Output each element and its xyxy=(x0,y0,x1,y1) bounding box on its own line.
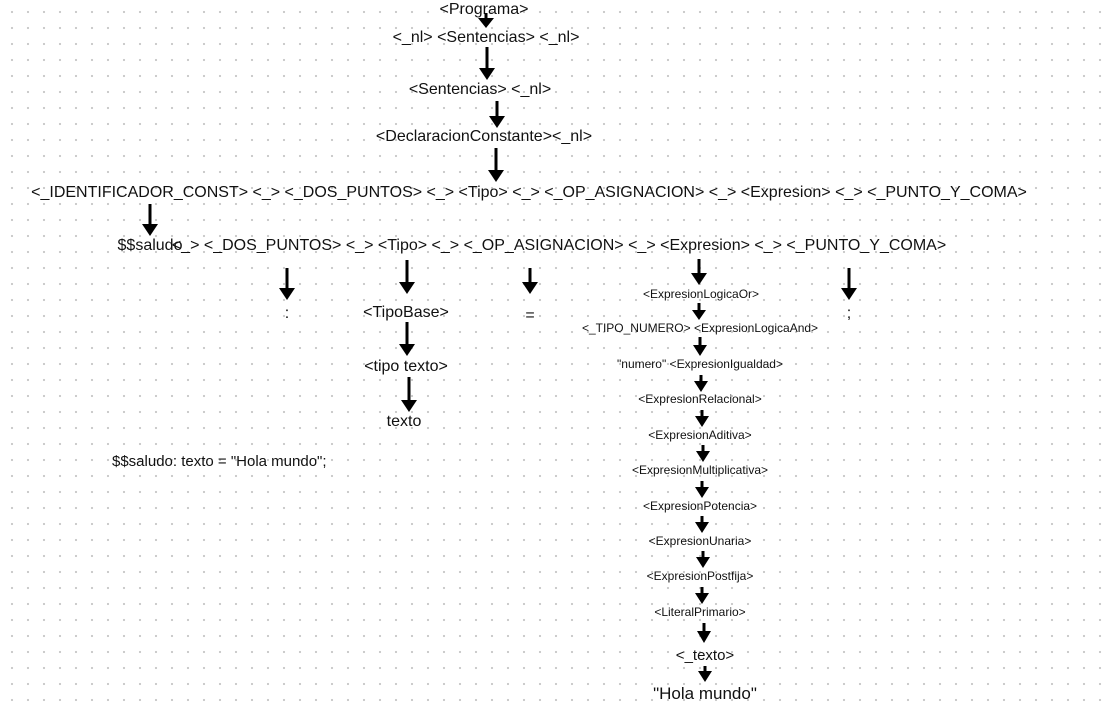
arrow-nl-sentencias-to-sentencias xyxy=(479,47,495,80)
node-declaracion-constante: <DeclaracionConstante><_nl> xyxy=(375,128,593,145)
node-tipo-numero-logica-and: <_TIPO_NUMERO> <ExpresionLogicaAnd> xyxy=(581,321,819,335)
node-texto: texto xyxy=(386,413,422,430)
arrow-tipo-base-to-tipo-texto xyxy=(399,322,415,356)
arrow-to-hola-mundo xyxy=(698,666,712,682)
node-saludo: $$saludo xyxy=(117,237,183,254)
node-expresion-unaria: <ExpresionUnaria> xyxy=(648,534,752,548)
arrow-to-multiplicativa xyxy=(696,445,710,462)
arrow-to-tipo-base xyxy=(399,260,415,294)
arrow-to-postfija xyxy=(696,551,710,568)
node-equals: = xyxy=(525,307,535,324)
node-semicolon: ; xyxy=(846,305,852,322)
arrow-to-igualdad xyxy=(693,337,707,356)
arrow-sentencias-to-declaracion xyxy=(489,101,505,128)
node-sentencias-nl: <Sentencias> <_nl> xyxy=(408,81,552,98)
node-expresion-multiplicativa: <ExpresionMultiplicativa> xyxy=(631,463,769,477)
source-line: $$saludo: texto = "Hola mundo"; xyxy=(112,453,327,470)
arrow-to-potencia xyxy=(695,481,709,498)
node-expresion-logica-or: <ExpresionLogicaOr> xyxy=(642,287,760,301)
arrow-to-relacional xyxy=(694,375,708,392)
node-tipo-texto: <tipo texto> xyxy=(364,358,448,375)
arrow-to-colon xyxy=(279,268,295,300)
arrow-declaracion-to-rule xyxy=(488,148,504,182)
node-texto-token: <_texto> xyxy=(675,647,735,664)
node-expresion-potencia: <ExpresionPotencia> xyxy=(642,499,758,513)
arrow-tipo-texto-to-texto xyxy=(401,377,417,412)
node-rule-full: <_IDENTIFICADOR_CONST> <_> <_DOS_PUNTOS>… xyxy=(31,184,1027,201)
arrow-to-semicolon xyxy=(841,268,857,300)
node-hola-mundo: "Hola mundo" xyxy=(653,684,757,703)
node-nl-sentencias-nl: <_nl> <Sentencias> <_nl> xyxy=(392,29,580,46)
node-expresion-relacional: <ExpresionRelacional> xyxy=(638,392,762,406)
node-colon: : xyxy=(284,305,290,322)
arrow-to-literal-primario xyxy=(695,587,709,604)
arrow-rule-to-saludo xyxy=(142,204,158,236)
arrow-to-logica-and xyxy=(692,303,706,320)
node-numero-igualdad: "numero" <ExpresionIgualdad> xyxy=(617,357,783,371)
arrow-to-aditiva xyxy=(695,410,709,427)
node-programa: <Programa> xyxy=(439,1,529,18)
arrow-to-equals xyxy=(522,268,538,294)
node-literal-primario: <LiteralPrimario> xyxy=(654,605,746,619)
node-expresion-aditiva: <ExpresionAditiva> xyxy=(648,428,752,442)
arrow-to-texto-token xyxy=(697,623,711,643)
arrow-to-unaria xyxy=(695,516,709,533)
node-rule-rest: <_> <_DOS_PUNTOS> <_> <Tipo> <_> <_OP_AS… xyxy=(171,237,947,254)
arrow-to-expresion-logica-or xyxy=(691,259,707,285)
node-tipo-base: <TipoBase> xyxy=(363,304,449,321)
node-expresion-postfija: <ExpresionPostfija> xyxy=(646,569,754,583)
